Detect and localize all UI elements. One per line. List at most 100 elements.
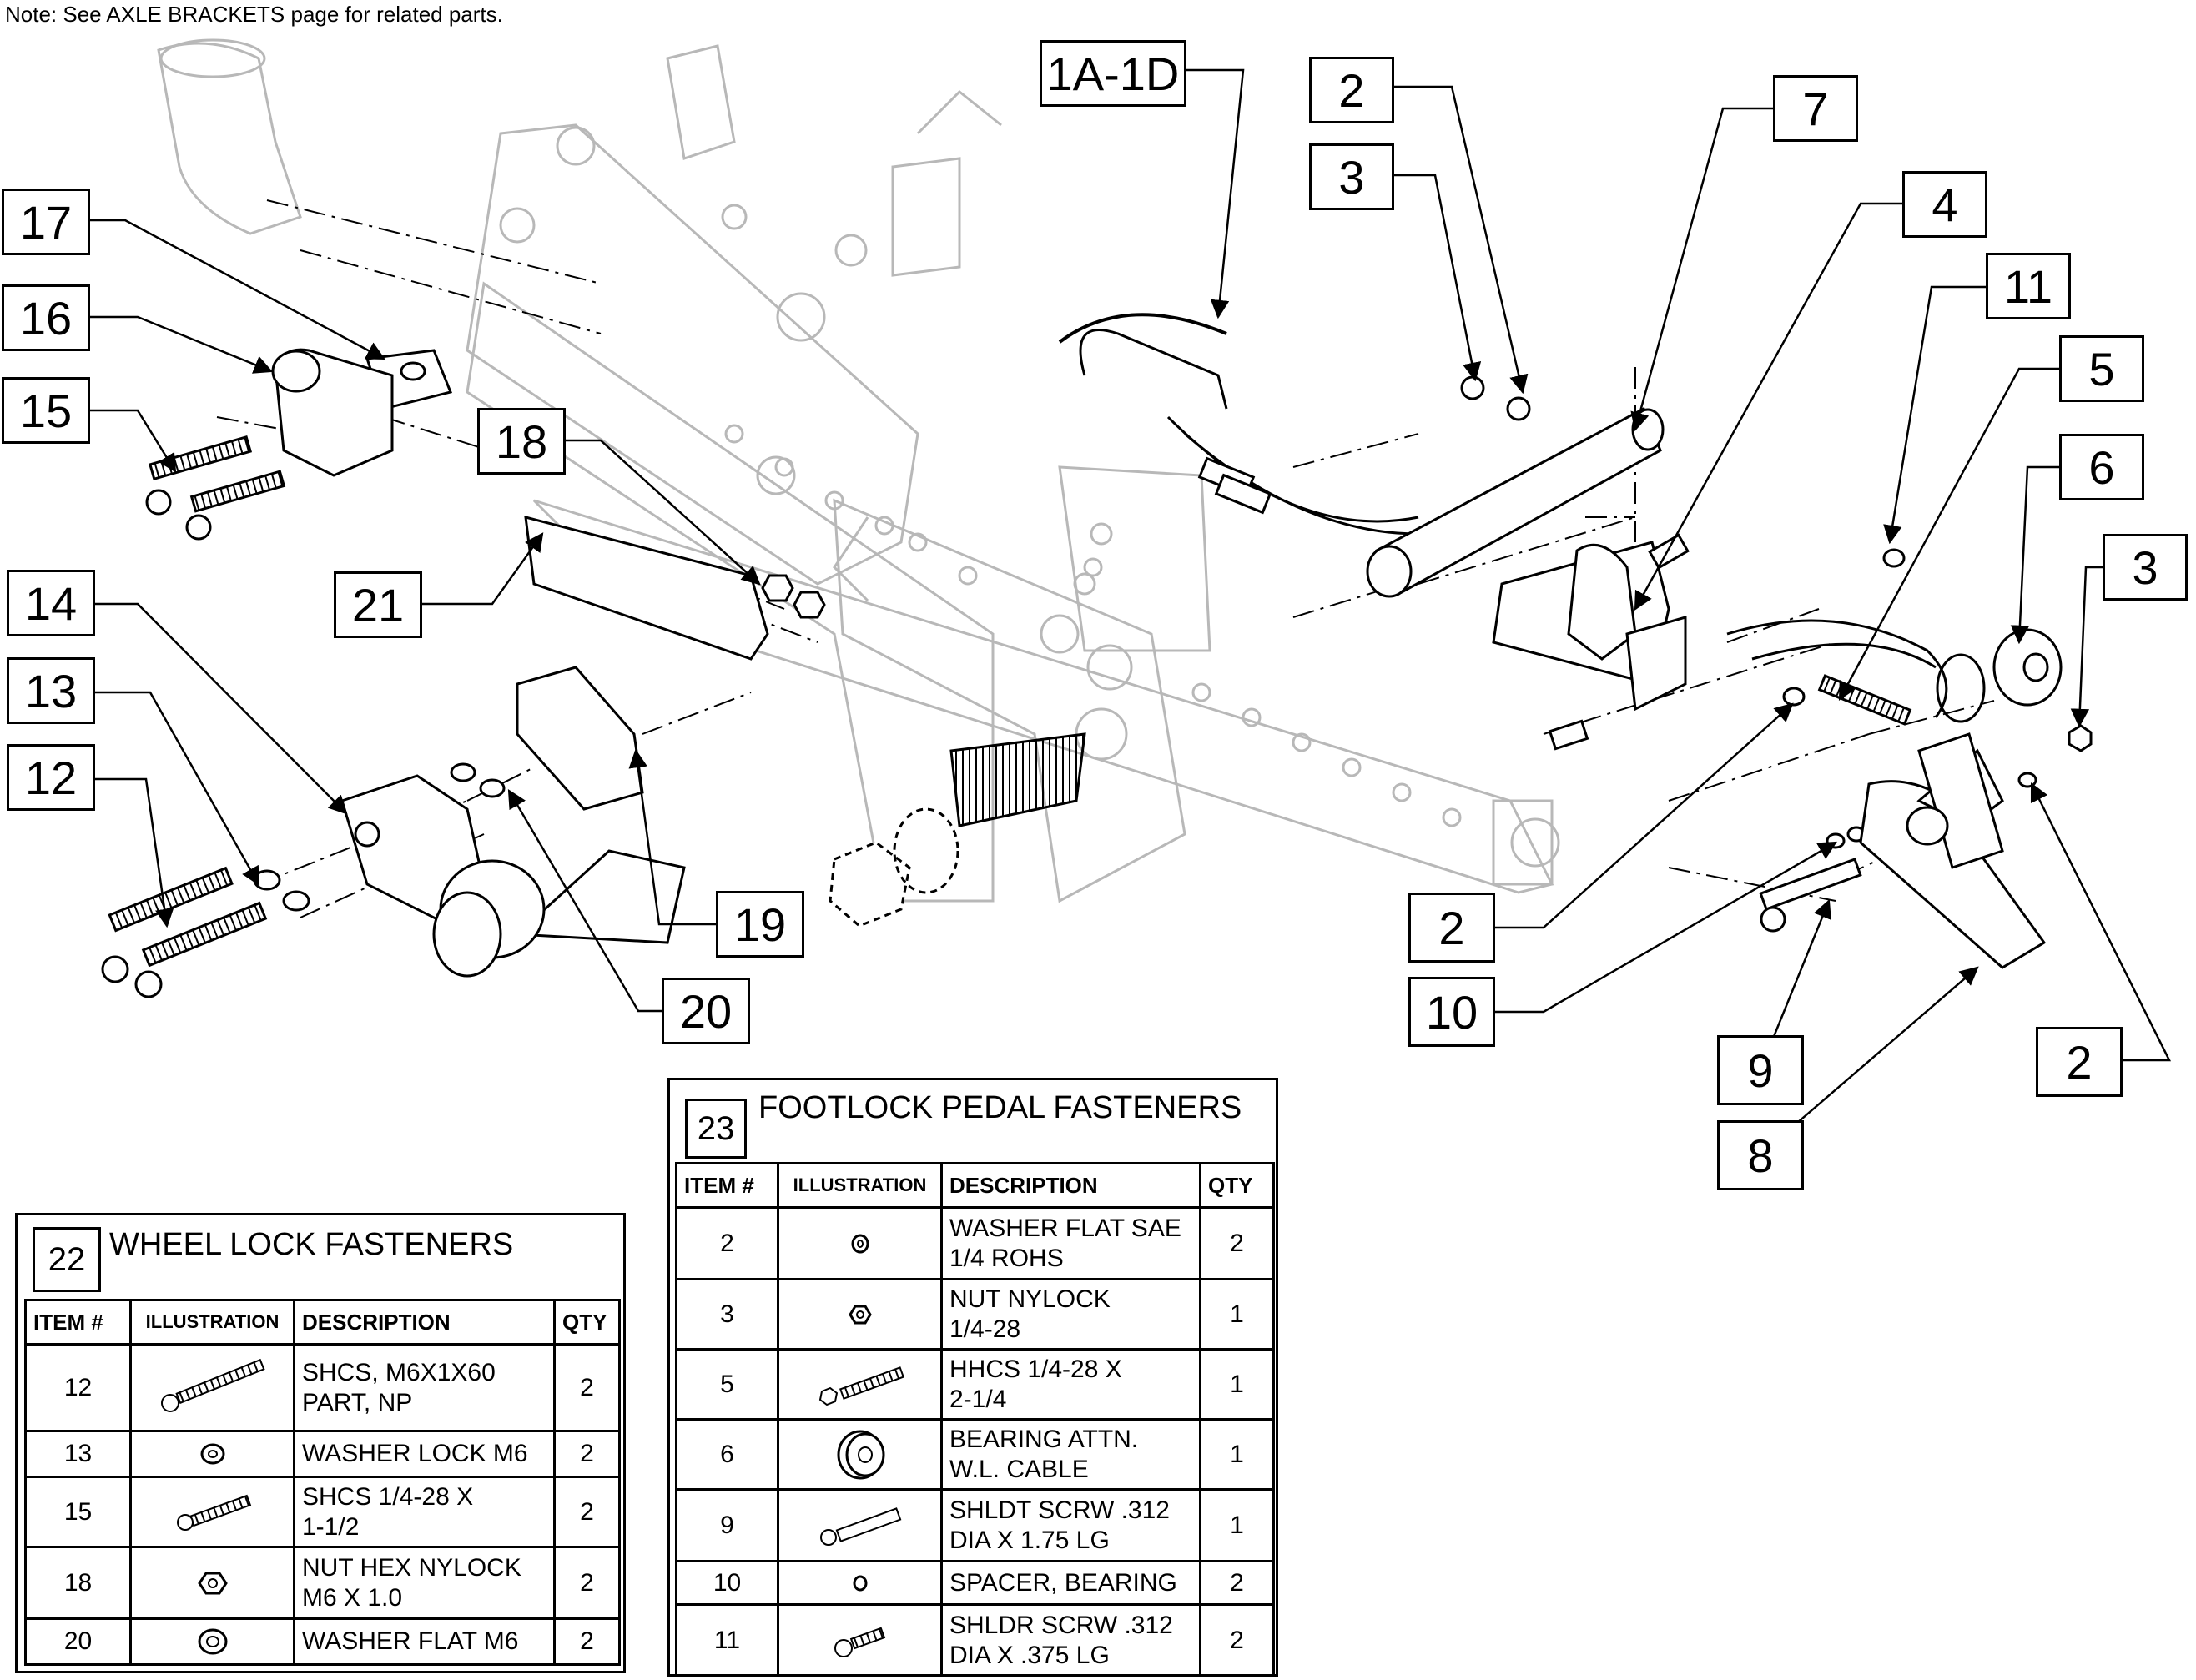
- item-number: 10: [675, 1560, 779, 1606]
- wheel-lock-fasteners-table: ITEM # ILLUSTRATION DESCRIPTION QTY 12 S…: [24, 1299, 621, 1666]
- item-qty: 2: [553, 1617, 621, 1666]
- callout-2-mid: 2: [1408, 893, 1495, 963]
- item-description: WASHER LOCK M6: [293, 1430, 556, 1478]
- leader-lines: [80, 68, 2172, 1156]
- table-row: 13 WASHER LOCK M6 2: [24, 1430, 621, 1478]
- footlock-parts: [1058, 313, 2093, 969]
- callout-15: 15: [2, 377, 90, 444]
- item-number: 6: [675, 1418, 779, 1491]
- spacer-icon: [777, 1560, 943, 1606]
- wheel-lock-parts: [101, 348, 1086, 998]
- item-qty: 2: [553, 1476, 621, 1548]
- table-title-footlock: FOOTLOCK PEDAL FASTENERS: [758, 1090, 1242, 1125]
- header-item: ITEM #: [24, 1299, 132, 1346]
- table-row: 20 WASHER FLAT M6 2: [24, 1617, 621, 1666]
- callout-10: 10: [1408, 977, 1495, 1047]
- callout-21: 21: [334, 571, 422, 638]
- related-parts-note: Note: See AXLE BRACKETS page for related…: [5, 2, 503, 27]
- header-description: DESCRIPTION: [293, 1299, 556, 1346]
- callout-17: 17: [2, 189, 90, 255]
- callout-12: 12: [7, 744, 95, 811]
- callout-1a-1d: 1A-1D: [1040, 40, 1186, 107]
- item-number: 2: [675, 1206, 779, 1280]
- table-number-22: 22: [33, 1227, 101, 1292]
- callout-7: 7: [1773, 75, 1858, 142]
- item-qty: 1: [1199, 1278, 1275, 1351]
- item-number: 18: [24, 1546, 132, 1620]
- footlock-fasteners-panel: 23 FOOTLOCK PEDAL FASTENERS ITEM # ILLUS…: [667, 1078, 1278, 1677]
- lock-washer-icon: [129, 1430, 295, 1478]
- item-number: 3: [675, 1278, 779, 1351]
- medium-bolt-icon: [129, 1476, 295, 1548]
- callout-14: 14: [7, 570, 95, 636]
- item-qty: 2: [553, 1430, 621, 1478]
- item-qty: 1: [1199, 1418, 1275, 1491]
- item-qty: 2: [1199, 1560, 1275, 1606]
- header-description: DESCRIPTION: [940, 1162, 1201, 1209]
- wheel-lock-fasteners-panel: 22 WHEEL LOCK FASTENERS ITEM # ILLUSTRAT…: [15, 1213, 626, 1673]
- callout-11: 11: [1986, 253, 2071, 319]
- callout-3-top: 3: [1309, 143, 1394, 210]
- header-illustration: ILLUSTRATION: [777, 1162, 943, 1209]
- item-description: WASHER FLAT M6: [293, 1617, 556, 1666]
- table-header-row: ITEM # ILLUSTRATION DESCRIPTION QTY: [24, 1299, 621, 1346]
- callout-3-right: 3: [2103, 534, 2188, 601]
- item-qty: 2: [1199, 1206, 1275, 1280]
- hex-bolt-icon: [777, 1348, 943, 1421]
- header-illustration: ILLUSTRATION: [129, 1299, 295, 1346]
- callout-2-bottom: 2: [2036, 1027, 2123, 1097]
- callout-20: 20: [662, 978, 750, 1044]
- item-qty: 2: [1199, 1603, 1275, 1677]
- callout-18: 18: [477, 408, 566, 475]
- callout-9: 9: [1717, 1035, 1804, 1105]
- flat-washer-icon: [129, 1617, 295, 1666]
- item-number: 15: [24, 1476, 132, 1548]
- header-qty: QTY: [553, 1299, 621, 1346]
- item-description: BEARING ATTN.W.L. CABLE: [940, 1418, 1201, 1491]
- callout-13: 13: [7, 657, 95, 724]
- shoulder-screw-long-icon: [777, 1488, 943, 1562]
- item-qty: 1: [1199, 1488, 1275, 1562]
- item-number: 13: [24, 1430, 132, 1478]
- header-item: ITEM #: [675, 1162, 779, 1209]
- callout-8: 8: [1717, 1120, 1804, 1190]
- table-row: 10 SPACER, BEARING 2: [675, 1560, 1275, 1606]
- item-description: SPACER, BEARING: [940, 1560, 1201, 1606]
- item-number: 12: [24, 1343, 132, 1432]
- item-qty: 1: [1199, 1348, 1275, 1421]
- item-number: 5: [675, 1348, 779, 1421]
- callout-2-top: 2: [1309, 57, 1394, 123]
- item-qty: 2: [553, 1546, 621, 1620]
- bearing-icon: [777, 1418, 943, 1491]
- shoulder-screw-short-icon: [777, 1603, 943, 1677]
- callout-4: 4: [1902, 171, 1987, 238]
- callout-6: 6: [2059, 434, 2144, 500]
- item-number: 9: [675, 1488, 779, 1562]
- hex-nut-icon: [129, 1546, 295, 1620]
- table-title-wheel-lock: WHEEL LOCK FASTENERS: [109, 1227, 514, 1262]
- header-qty: QTY: [1199, 1162, 1275, 1209]
- long-bolt-icon: [129, 1343, 295, 1432]
- item-qty: 2: [553, 1343, 621, 1432]
- footlock-fasteners-table: ITEM # ILLUSTRATION DESCRIPTION QTY 2 WA…: [675, 1162, 1275, 1677]
- item-number: 20: [24, 1617, 132, 1666]
- nylock-nut-icon: [777, 1278, 943, 1351]
- small-washer-icon: [777, 1206, 943, 1280]
- callout-19: 19: [716, 891, 804, 958]
- item-number: 11: [675, 1603, 779, 1677]
- table-number-23: 23: [685, 1099, 747, 1159]
